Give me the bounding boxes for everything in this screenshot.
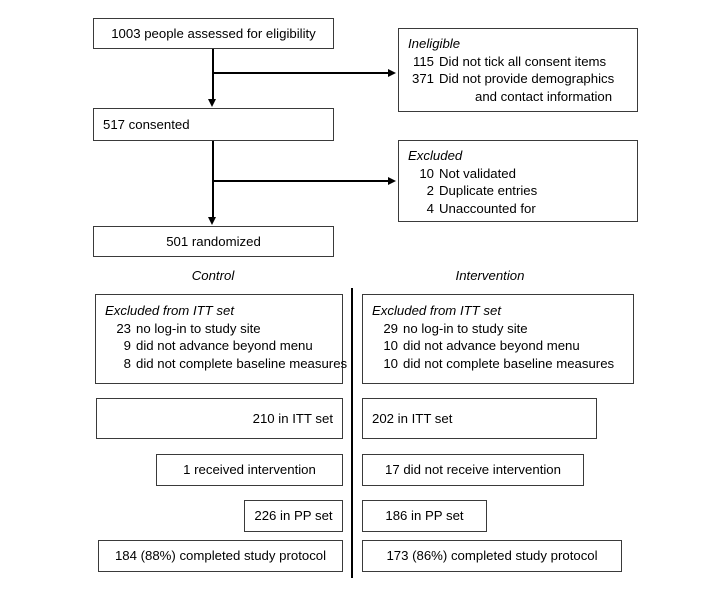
excluded-row-0-num: 10 bbox=[419, 165, 434, 181]
excluded-heading: Excluded bbox=[408, 148, 463, 163]
control-pp-set-label: 226 in PP set bbox=[254, 508, 333, 524]
arm-label-intervention: Intervention bbox=[455, 268, 525, 283]
connector-consented-to-excluded bbox=[212, 180, 389, 182]
intervention-completed-label: 173 (86%) completed study protocol bbox=[386, 548, 598, 564]
control-itt-row-2-num: 8 bbox=[123, 355, 131, 371]
ineligible-row-2-text: and contact information bbox=[475, 88, 613, 104]
intervention-itt-row-2-num: 10 bbox=[383, 355, 398, 371]
list-item: 371 Did not provide demographics bbox=[408, 70, 628, 88]
list-item: 23 no log-in to study site bbox=[105, 320, 333, 338]
box-intervention-excluded-itt: Excluded from ITT set 29 no log-in to stu… bbox=[362, 294, 634, 384]
control-itt-row-2-text: did not complete baseline measures bbox=[136, 355, 348, 371]
box-control-received-intervention: 1 received intervention bbox=[156, 454, 343, 486]
excluded-row-2-text: Unaccounted for bbox=[439, 200, 536, 216]
ineligible-heading: Ineligible bbox=[408, 36, 461, 51]
list-item: and contact information bbox=[408, 88, 628, 106]
arm-label-control: Control bbox=[191, 268, 235, 283]
box-excluded: Excluded 10 Not validated 2 Duplicate entr… bbox=[398, 140, 638, 222]
intervention-itt-row-0-text: no log-in to study site bbox=[403, 320, 528, 336]
control-received-label: 1 received intervention bbox=[183, 462, 316, 478]
box-control-excluded-itt: Excluded from ITT set 23 no log-in to stu… bbox=[95, 294, 347, 384]
control-itt-set-label: 210 in ITT set bbox=[252, 410, 333, 426]
box-intervention-itt-set: 202 in ITT set bbox=[362, 398, 597, 439]
intervention-itt-row-0-num: 29 bbox=[383, 320, 398, 336]
arrow-assessed-to-consented bbox=[208, 99, 216, 107]
box-control-completed-protocol: 184 (88%) completed study protocol bbox=[98, 540, 343, 572]
box-assessed-for-eligibility: 1003 people assessed for eligibility bbox=[93, 18, 334, 49]
intervention-itt-set-label: 202 in ITT set bbox=[372, 410, 453, 426]
list-item: 2 Duplicate entries bbox=[408, 182, 628, 200]
ineligible-row-0-num: 115 bbox=[412, 53, 434, 69]
list-item: 115 Did not tick all consent items bbox=[408, 53, 628, 71]
box-randomized: 501 randomized bbox=[93, 226, 334, 257]
excluded-row-0-text: Not validated bbox=[439, 165, 516, 181]
control-excluded-itt-list: 23 no log-in to study site 9 did not advan… bbox=[105, 320, 347, 373]
box-control-pp-set: 226 in PP set bbox=[244, 500, 343, 532]
arrow-assessed-to-ineligible bbox=[388, 68, 396, 77]
control-itt-row-1-num: 9 bbox=[123, 338, 131, 354]
list-item: 10 did not advance beyond menu bbox=[372, 337, 624, 355]
intervention-excluded-itt-heading: Excluded from ITT set bbox=[372, 303, 501, 318]
arrow-consented-to-randomized bbox=[208, 217, 216, 225]
box-consented-label: 517 consented bbox=[103, 116, 190, 132]
box-control-itt-set: 210 in ITT set bbox=[96, 398, 343, 439]
excluded-row-1-text: Duplicate entries bbox=[439, 183, 538, 199]
intervention-pp-set-label: 186 in PP set bbox=[385, 508, 464, 524]
ineligible-list: 115 Did not tick all consent items 371 Did… bbox=[408, 53, 628, 106]
box-intervention-completed-protocol: 173 (86%) completed study protocol bbox=[362, 540, 622, 572]
ineligible-row-1-text: Did not provide demographics bbox=[439, 71, 615, 87]
ineligible-row-2-num bbox=[408, 88, 439, 106]
control-itt-row-1-text: did not advance beyond menu bbox=[136, 338, 313, 354]
box-intervention-not-received: 17 did not receive intervention bbox=[362, 454, 584, 486]
list-item: 29 no log-in to study site bbox=[372, 320, 624, 338]
box-ineligible: Ineligible 115 Did not tick all consent i… bbox=[398, 28, 638, 112]
ineligible-row-0-text: Did not tick all consent items bbox=[439, 53, 607, 69]
intervention-itt-row-1-text: did not advance beyond menu bbox=[403, 338, 580, 354]
control-itt-row-0-num: 23 bbox=[116, 320, 131, 336]
box-randomized-label: 501 randomized bbox=[166, 233, 261, 249]
box-consented: 517 consented bbox=[93, 108, 334, 141]
connector-assessed-to-consented bbox=[212, 49, 214, 100]
list-item: 10 did not complete baseline measures bbox=[372, 355, 624, 373]
intervention-excluded-itt-list: 29 no log-in to study site 10 did not adva… bbox=[372, 320, 624, 373]
list-item: 8 did not complete baseline measures bbox=[105, 355, 347, 373]
intervention-itt-row-2-text: did not complete baseline measures bbox=[403, 355, 615, 371]
list-item: 4 Unaccounted for bbox=[408, 200, 628, 218]
connector-assessed-to-ineligible bbox=[212, 72, 389, 74]
arm-divider bbox=[351, 288, 354, 578]
list-item: 10 Not validated bbox=[408, 165, 628, 183]
excluded-list: 10 Not validated 2 Duplicate entries 4 Unac… bbox=[408, 165, 628, 218]
list-item: 9 did not advance beyond menu bbox=[105, 337, 333, 355]
excluded-row-1-num: 2 bbox=[426, 183, 434, 199]
control-excluded-itt-heading: Excluded from ITT set bbox=[105, 303, 234, 318]
excluded-row-2-num: 4 bbox=[426, 200, 434, 216]
ineligible-row-1-num: 371 bbox=[411, 71, 434, 87]
intervention-itt-row-1-num: 10 bbox=[383, 338, 398, 354]
control-completed-label: 184 (88%) completed study protocol bbox=[114, 548, 327, 564]
box-assessed-label: 1003 people assessed for eligibility bbox=[111, 25, 316, 41]
box-intervention-pp-set: 186 in PP set bbox=[362, 500, 487, 532]
intervention-notreceived-label: 17 did not receive intervention bbox=[385, 462, 561, 478]
connector-consented-to-randomized bbox=[212, 141, 214, 218]
control-itt-row-0-text: no log-in to study site bbox=[136, 320, 261, 336]
arrow-consented-to-excluded bbox=[388, 176, 396, 185]
